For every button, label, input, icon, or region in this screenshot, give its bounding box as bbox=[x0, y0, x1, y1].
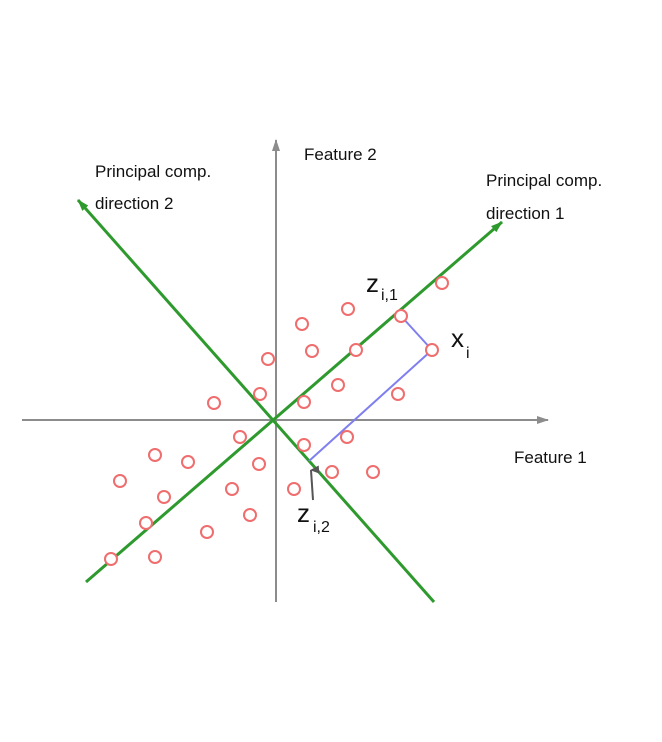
data-point bbox=[243, 508, 257, 522]
data-point bbox=[148, 550, 162, 564]
data-point bbox=[391, 387, 405, 401]
pc2-label-line1: Principal comp. bbox=[95, 162, 211, 181]
data-point bbox=[287, 482, 301, 496]
x-label: x bbox=[451, 323, 464, 353]
data-point bbox=[331, 378, 345, 392]
data-point bbox=[207, 396, 221, 410]
data-point bbox=[435, 276, 449, 290]
data-point bbox=[305, 344, 319, 358]
data-point bbox=[252, 457, 266, 471]
z1-label: z bbox=[366, 268, 379, 298]
pc1-label-line2: direction 1 bbox=[486, 204, 564, 223]
data-point bbox=[261, 352, 275, 366]
data-point bbox=[113, 474, 127, 488]
data-point bbox=[425, 343, 439, 357]
projection-line-z1 bbox=[400, 315, 433, 351]
data-point bbox=[157, 490, 171, 504]
pc1-label-line1: Principal comp. bbox=[486, 171, 602, 190]
data-point bbox=[325, 465, 339, 479]
z2-label: z bbox=[297, 498, 310, 528]
data-point bbox=[148, 448, 162, 462]
x-subscript: i bbox=[466, 345, 470, 362]
data-point bbox=[200, 525, 214, 539]
data-point bbox=[233, 430, 247, 444]
z2-subscript: i,2 bbox=[313, 519, 330, 536]
principal-direction-2-line bbox=[76, 199, 436, 603]
data-point bbox=[139, 516, 153, 530]
data-point bbox=[341, 302, 355, 316]
feature2-label: Feature 2 bbox=[304, 145, 377, 164]
data-point bbox=[225, 482, 239, 496]
data-point bbox=[104, 552, 118, 566]
data-point bbox=[394, 309, 408, 323]
z1-subscript: i,1 bbox=[381, 287, 398, 304]
principal-direction-1-line bbox=[85, 220, 503, 584]
feature1-label: Feature 1 bbox=[514, 448, 587, 467]
data-point bbox=[366, 465, 380, 479]
projection-line-z2 bbox=[308, 349, 433, 462]
data-point bbox=[297, 438, 311, 452]
data-point bbox=[253, 387, 267, 401]
data-point bbox=[295, 317, 309, 331]
data-points bbox=[104, 276, 449, 566]
z2-pointer-arrow bbox=[310, 465, 320, 501]
data-point bbox=[340, 430, 354, 444]
data-point bbox=[181, 455, 195, 469]
data-point bbox=[297, 395, 311, 409]
pc2-label-line2: direction 2 bbox=[95, 194, 173, 213]
data-point bbox=[349, 343, 363, 357]
